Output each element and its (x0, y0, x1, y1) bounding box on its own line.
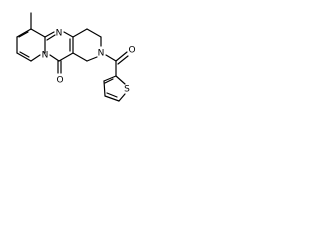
molecule-structure: N N N O O S (16, 12, 136, 102)
atom-s-thiophene: S (124, 85, 130, 95)
bond-th-2 (103, 80, 106, 97)
bond-th-3-inner (106, 92, 118, 98)
atom-n-amide: N (98, 49, 105, 59)
bond-mid-2 (63, 31, 74, 38)
bond-amide-co-2 (117, 55, 129, 65)
bond-py-3-inner (19, 51, 30, 58)
bond-mid-1-inner (46, 34, 56, 41)
bond-amide-n-c (105, 54, 117, 62)
bond-th-4 (118, 93, 126, 102)
atom-n-top: N (56, 29, 63, 39)
bond-amide-co-1 (115, 51, 128, 62)
bond-mid-1 (44, 31, 55, 38)
bond-th-3 (104, 95, 120, 102)
bond-ring3-4 (86, 56, 98, 62)
bonds (16, 12, 129, 102)
bond-py-1-inner (18, 31, 29, 38)
bond-mid-4 (58, 52, 74, 62)
bond-py-4 (30, 54, 41, 62)
bond-th-1 (103, 75, 117, 82)
bond-ring3-1 (72, 28, 88, 38)
bond-ring3-5 (72, 52, 88, 62)
atom-n-pyrido: N (42, 51, 49, 61)
bond-mid-5 (49, 54, 60, 62)
bond-py-5 (30, 28, 46, 38)
bond-py-3 (16, 52, 32, 62)
bond-th-1-inner (104, 78, 114, 84)
atom-o-amide: O (128, 46, 135, 56)
bond-py-1 (16, 28, 32, 38)
atom-o-ketone: O (56, 76, 63, 86)
atom-labels: N N N O O S (42, 29, 136, 95)
bond-th-5 (115, 75, 126, 85)
bond-ring3-2 (86, 28, 102, 38)
